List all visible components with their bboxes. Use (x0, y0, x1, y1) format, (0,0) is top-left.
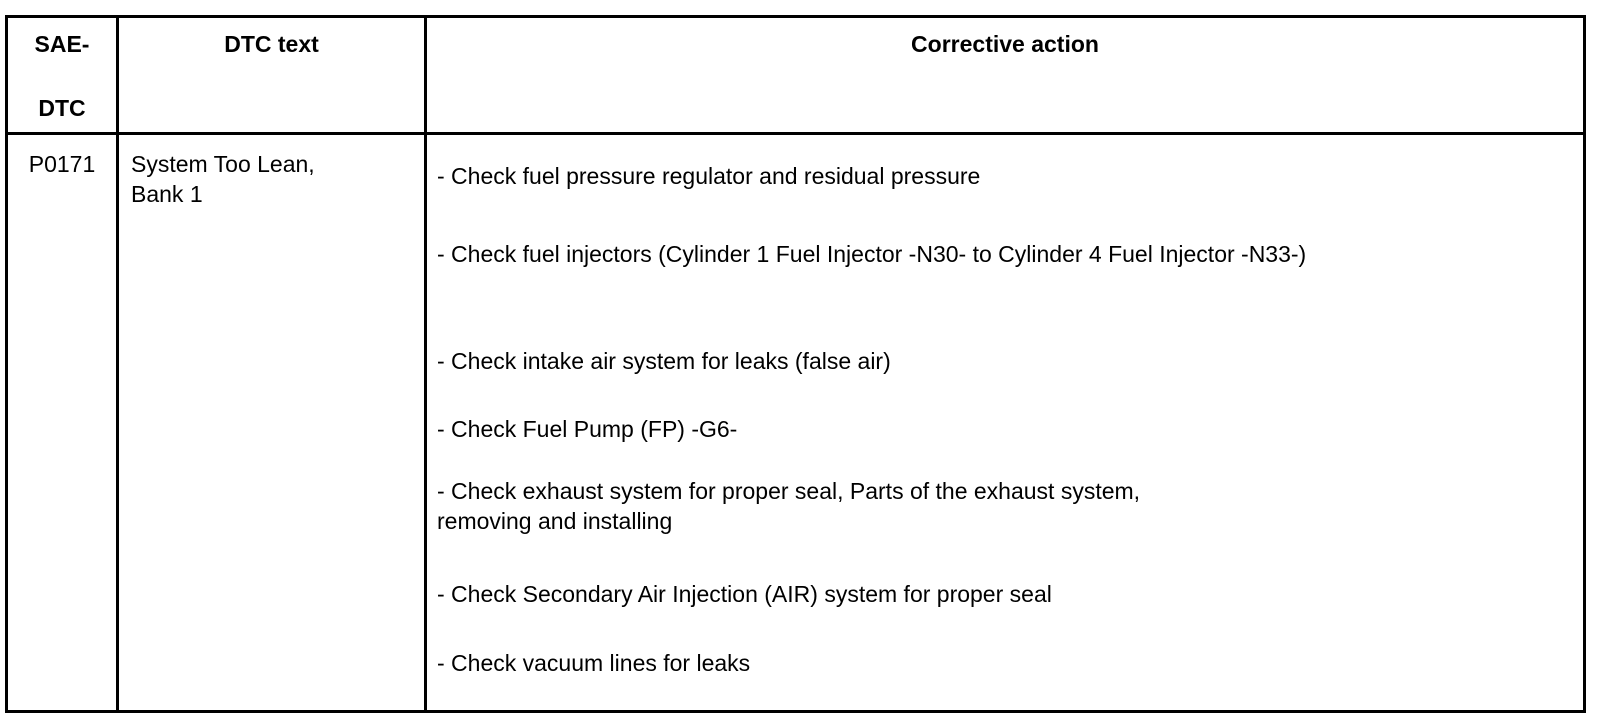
table-row: P0171 System Too Lean, Bank 1 - Check fu… (5, 132, 1586, 713)
header-sae-dtc: SAE- DTC (5, 15, 119, 135)
corrective-action-item: - Check fuel pressure regulator and resi… (437, 163, 981, 189)
corrective-action-item: - Check Secondary Air Injection (AIR) sy… (437, 581, 1052, 607)
corrective-action-item: - Check Fuel Pump (FP) -G6- (437, 416, 738, 442)
dtc-table: SAE- DTC DTC text Corrective action P017… (5, 15, 1586, 713)
corrective-action-item: - Check intake air system for leaks (fal… (437, 348, 891, 374)
header-dtc-text: DTC text (116, 15, 427, 135)
corrective-action-item: - Check fuel injectors (Cylinder 1 Fuel … (437, 241, 1307, 267)
header-corrective-action: Corrective action (424, 15, 1586, 135)
dtc-code: P0171 (5, 132, 119, 713)
table-header-row: SAE- DTC DTC text Corrective action (5, 15, 1586, 135)
dtc-text: System Too Lean, Bank 1 (116, 132, 427, 713)
corrective-action-item: - Check exhaust system for proper seal, … (437, 478, 1141, 534)
corrective-actions-cell: - Check fuel pressure regulator and resi… (424, 132, 1586, 713)
corrective-action-item: - Check vacuum lines for leaks (437, 650, 751, 676)
